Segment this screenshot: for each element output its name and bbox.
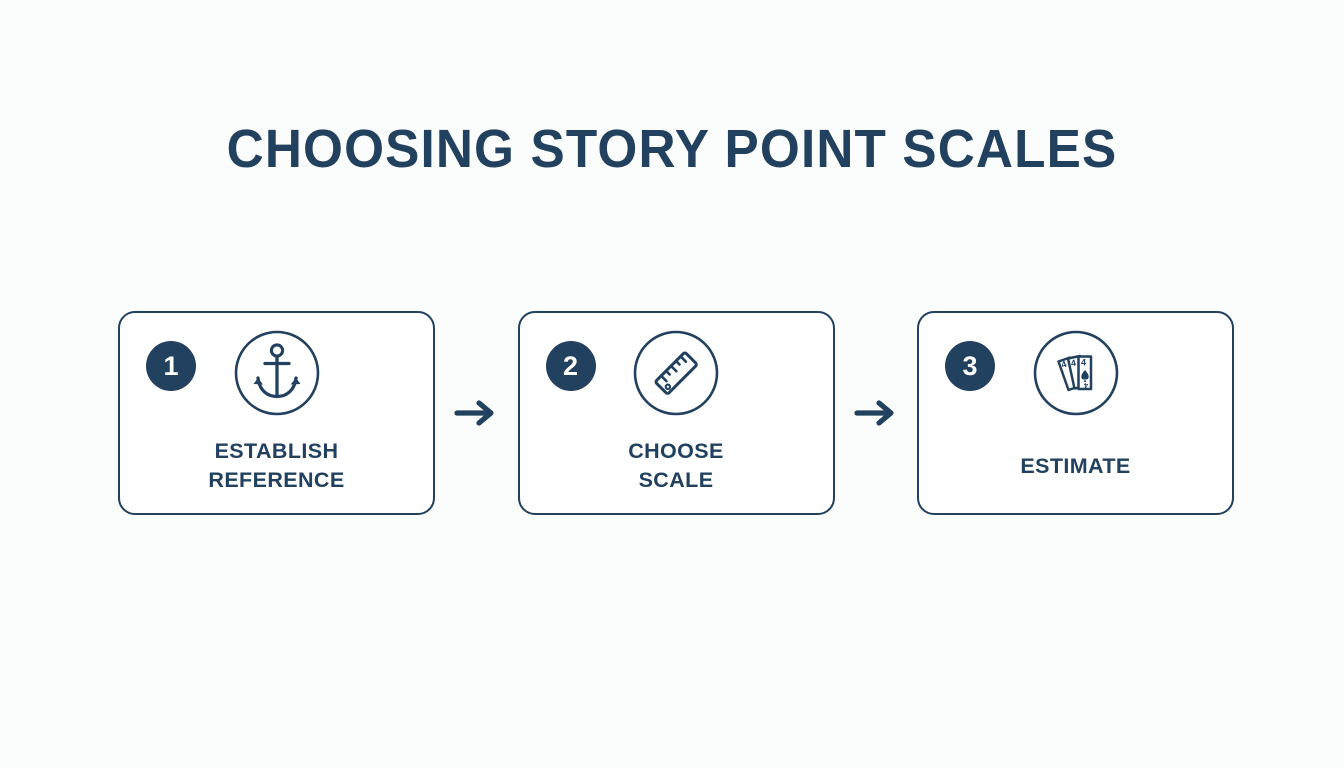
step-label-1: ESTABLISH REFERENCE	[120, 431, 433, 501]
step-card-2[interactable]: 2 CHOOSE SCALE	[517, 311, 835, 515]
step-label-line-1: ESTABLISH	[214, 439, 339, 463]
connector-2	[853, 393, 899, 433]
step-card-1[interactable]: 1 ESTABLISH REFERENCE	[118, 311, 435, 515]
step-label-3: ESTIMATE	[919, 431, 1232, 501]
step-label-line-2: REFERENCE	[208, 468, 345, 492]
svg-text:4: 4	[1081, 358, 1086, 368]
connector-1	[453, 393, 499, 433]
step-number-badge-2: 2	[545, 341, 596, 391]
svg-text:4: 4	[1059, 359, 1067, 370]
playing-cards-icon: 4 4 4 4	[1033, 330, 1118, 416]
arrow-right-icon	[854, 400, 894, 426]
arrow-right-icon	[454, 400, 494, 426]
ruler-icon	[633, 330, 719, 416]
page-title: CHOOSING STORY POINT SCALES	[226, 119, 1118, 179]
step-label-line-1: CHOOSE	[628, 439, 724, 463]
step-number-badge-1: 1	[146, 341, 196, 391]
anchor-icon	[234, 330, 319, 416]
step-label-2: CHOOSE SCALE	[520, 431, 833, 501]
step-number-badge-3: 3	[945, 341, 995, 391]
process-flow: 1 ESTABLISH REFERENCE 2	[118, 311, 1234, 515]
step-label-line-1: ESTIMATE	[1020, 453, 1131, 478]
step-label-line-2: SCALE	[638, 468, 714, 492]
svg-text:4: 4	[1069, 358, 1076, 369]
step-card-3[interactable]: 3 4 4 4 4 ESTIMATE	[917, 311, 1234, 515]
svg-text:4: 4	[1084, 381, 1088, 388]
